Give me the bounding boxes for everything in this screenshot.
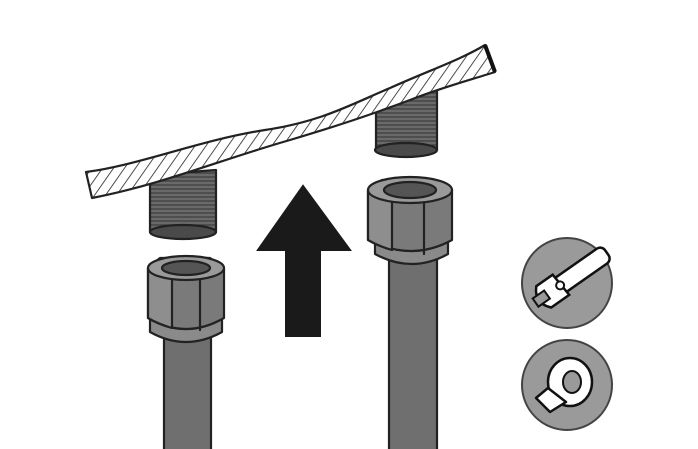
right-hex-nut bbox=[366, 175, 454, 256]
left-flexible-hose bbox=[148, 316, 224, 449]
sealing-tape-icon bbox=[521, 339, 613, 431]
left-threaded-pipe bbox=[148, 168, 218, 241]
adjustable-wrench-icon bbox=[521, 237, 613, 329]
right-flexible-hose bbox=[373, 238, 450, 449]
wall-section bbox=[84, 43, 497, 200]
left-hex-nut bbox=[146, 254, 226, 332]
up-arrow-icon bbox=[256, 184, 352, 337]
